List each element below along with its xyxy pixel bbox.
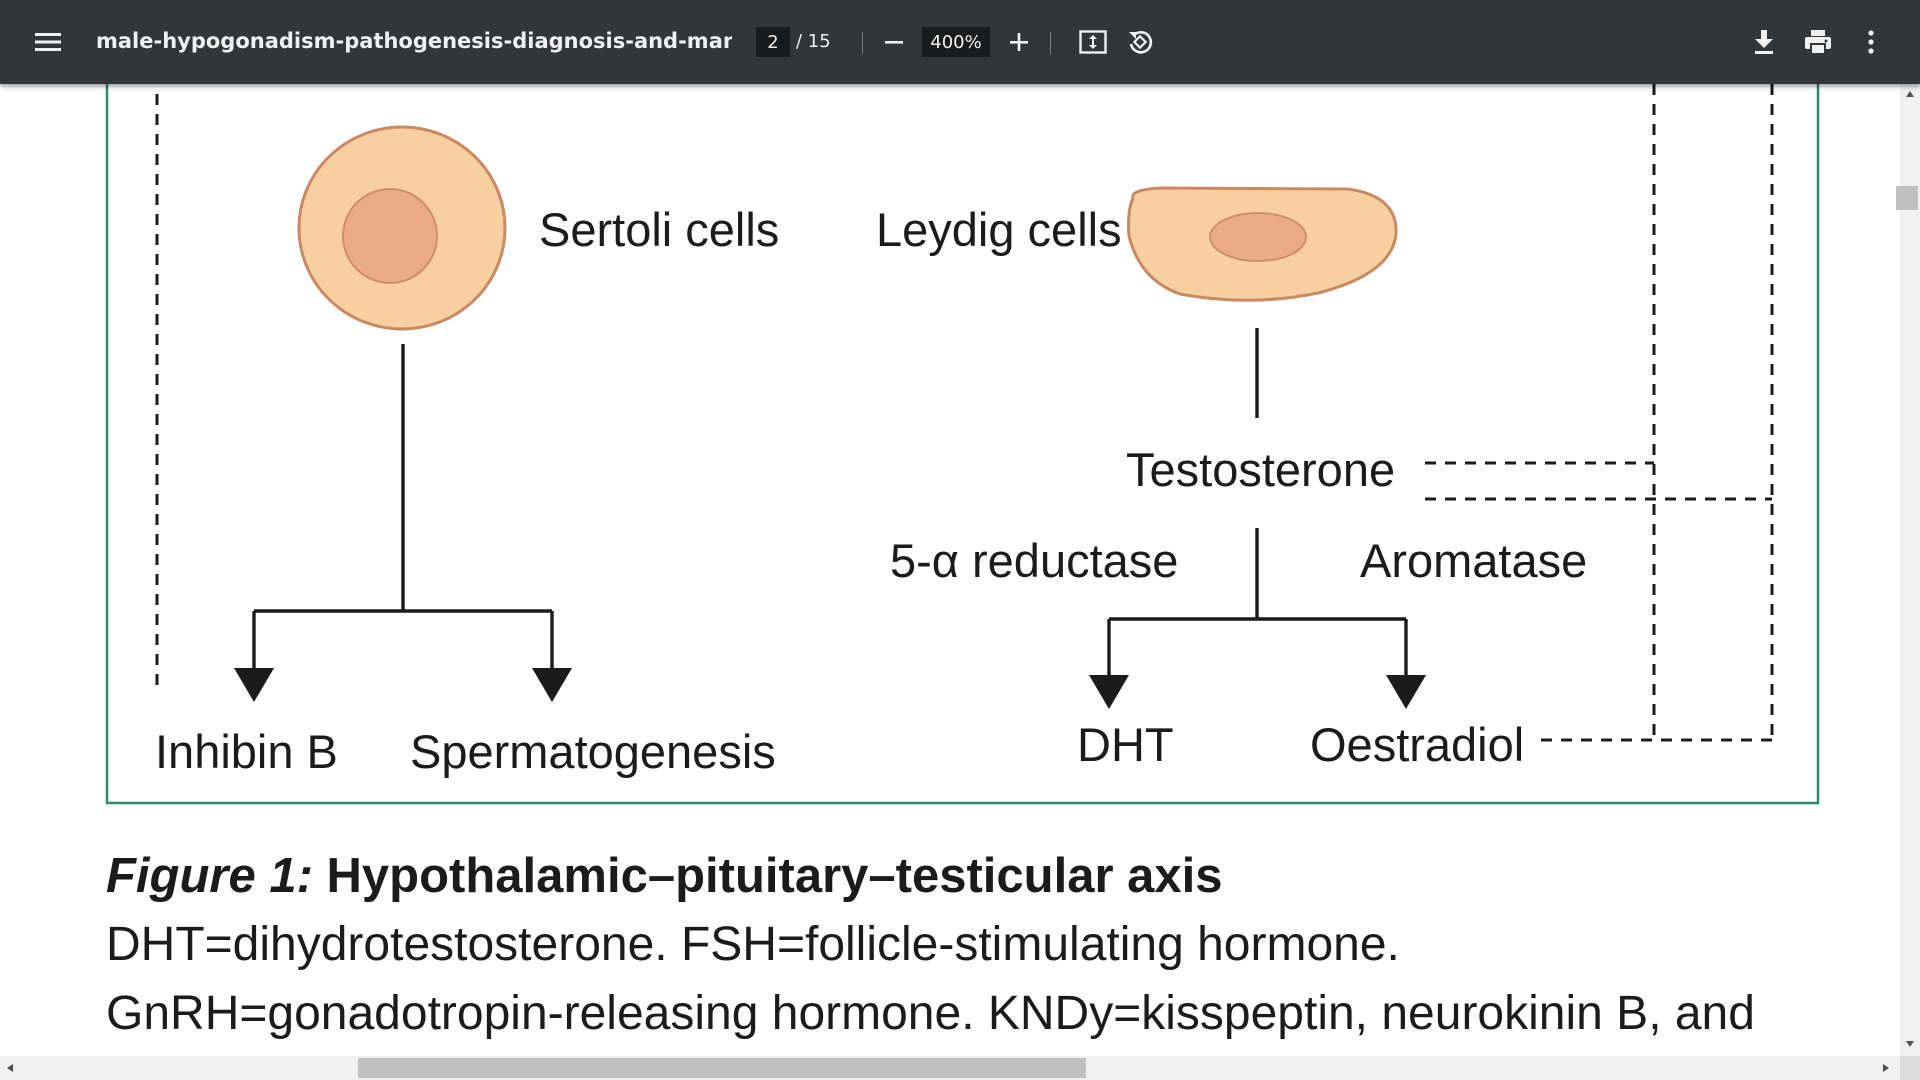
pdf-toolbar: male-hypogonadism-pathogenesis-diagnosis… — [0, 0, 1920, 84]
oestradiol-label: Oestradiol — [1310, 718, 1525, 771]
scroll-up-arrow-icon[interactable] — [1902, 86, 1918, 102]
sertoli-nucleus-shape — [342, 188, 438, 284]
inhibin-arrowhead — [234, 668, 274, 702]
scroll-left-arrow-icon[interactable] — [2, 1060, 18, 1076]
dht-label: DHT — [1077, 718, 1174, 771]
minus-icon[interactable] — [872, 20, 916, 64]
print-icon[interactable] — [1796, 20, 1840, 64]
plus-icon[interactable] — [997, 20, 1041, 64]
zoom-level-input[interactable] — [922, 27, 990, 57]
leydig-nucleus-shape — [1209, 212, 1307, 262]
vertical-scrollbar[interactable] — [1900, 84, 1920, 1056]
oestradiol-arrowhead — [1386, 675, 1426, 709]
figure-title-text: Hypothalamic–pituitary–testicular axis — [326, 849, 1223, 903]
toolbar-divider — [862, 32, 863, 54]
page-number-input[interactable] — [756, 27, 790, 57]
vertical-scroll-thumb[interactable] — [1896, 186, 1918, 210]
sertoli-cells-label: Sertoli cells — [539, 203, 780, 256]
inhibin-b-label: Inhibin B — [155, 725, 338, 778]
toolbar-divider — [1050, 32, 1051, 54]
fit-to-page-icon[interactable] — [1071, 20, 1115, 64]
more-vertical-icon[interactable] — [1849, 20, 1893, 64]
reductase-label: 5-α reductase — [890, 534, 1179, 587]
testosterone-label: Testosterone — [1126, 443, 1396, 496]
dht-arrowhead — [1089, 675, 1129, 709]
leydig-cells-label: Leydig cells — [876, 203, 1122, 256]
horizontal-scroll-thumb[interactable] — [358, 1058, 1086, 1078]
document-title: male-hypogonadism-pathogenesis-diagnosis… — [96, 29, 732, 53]
total-pages: / 15 — [796, 31, 831, 52]
figure-number-label: Figure 1: — [106, 849, 313, 903]
spermatogenesis-arrowhead — [532, 668, 572, 702]
rotate-counterclockwise-icon[interactable] — [1118, 20, 1162, 64]
figure-frame — [105, 84, 1820, 805]
caption-line-2: GnRH=gonadotropin-releasing hormone. KND… — [106, 987, 1755, 1040]
download-icon[interactable] — [1742, 20, 1786, 64]
scrollbar-corner — [1900, 1056, 1920, 1080]
scroll-right-arrow-icon[interactable] — [1878, 1060, 1894, 1076]
figure-diagram — [105, 84, 1820, 805]
spermatogenesis-label: Spermatogenesis — [410, 725, 776, 778]
hamburger-menu-icon[interactable] — [26, 20, 70, 64]
caption-line-1: DHT=dihydrotestosterone. FSH=follicle-st… — [106, 918, 1400, 971]
figure-caption-title: Figure 1: Hypothalamic–pituitary–testicu… — [106, 852, 1223, 901]
scroll-down-arrow-icon[interactable] — [1902, 1036, 1918, 1052]
aromatase-label: Aromatase — [1360, 534, 1588, 587]
pdf-page-viewport[interactable]: Sertoli cells Leydig cells Testosterone … — [0, 84, 1900, 1056]
